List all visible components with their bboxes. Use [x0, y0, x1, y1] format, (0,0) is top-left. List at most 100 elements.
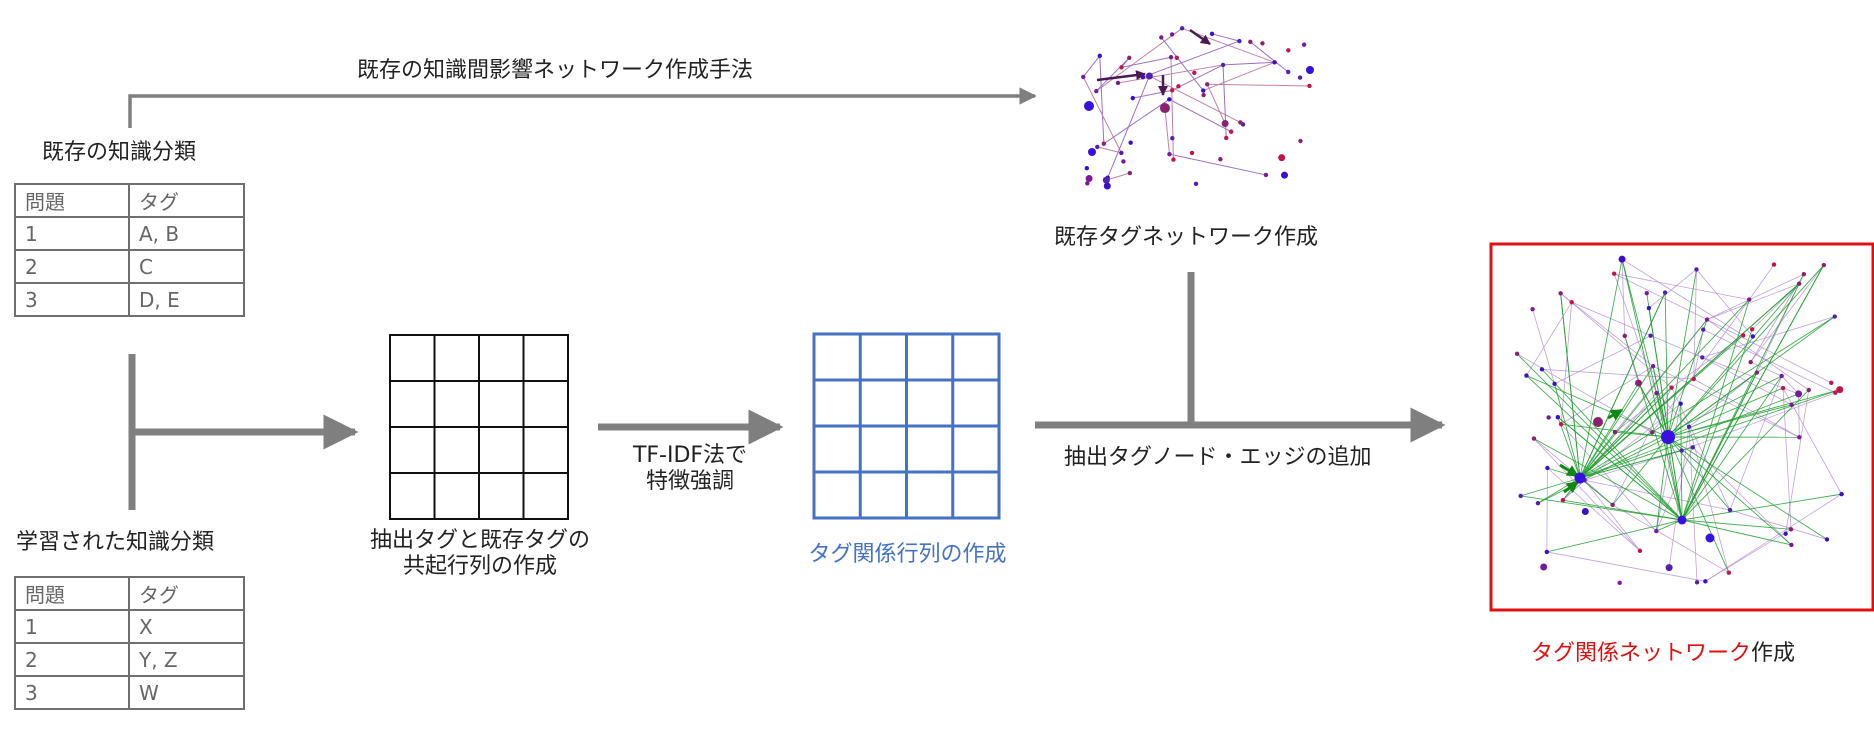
network-edge: [1706, 273, 1805, 320]
network-edge: [1656, 393, 1683, 521]
network-node: [1694, 267, 1699, 272]
network-node: [1839, 491, 1844, 497]
network-edge: [1560, 293, 1581, 479]
network-edge: [1613, 273, 1657, 394]
network-node: [1088, 148, 1096, 156]
relation-matrix-caption: タグ関係行列の作成: [808, 542, 1007, 567]
network-edge: [1655, 436, 1669, 532]
network-edge: [1667, 372, 1758, 438]
network-node: [1307, 83, 1312, 89]
network-node: [1779, 373, 1784, 379]
network-node: [1612, 430, 1618, 435]
network-edge: [1170, 57, 1174, 160]
network-edge: [1142, 40, 1240, 78]
network-node: [1544, 549, 1550, 555]
network-edge: [1169, 98, 1232, 133]
network-node: [1788, 527, 1794, 532]
network-node: [1224, 135, 1229, 141]
network-node: [1169, 32, 1175, 37]
network-node: [1646, 305, 1652, 311]
network-node: [1097, 53, 1102, 59]
network-edge: [1579, 431, 1616, 479]
table-header-cell: タグ: [128, 576, 245, 611]
network-node: [1679, 448, 1684, 453]
network-node: [1747, 297, 1752, 302]
network-node: [1201, 92, 1206, 98]
network-node: [1121, 159, 1126, 164]
network-edge: [1103, 98, 1170, 145]
existing-classification-table: 問題 タグ 1 A, B 2 C 3 D, E: [14, 183, 245, 317]
network-node: [1081, 74, 1086, 80]
network-hub-node: [1593, 417, 1603, 427]
network-node: [1531, 436, 1537, 441]
cooccurrence-caption-line2: 共起行列の作成: [402, 554, 557, 580]
network-node: [1650, 364, 1656, 369]
network-edge: [1223, 61, 1275, 66]
learned-classification-title: 学習された知識分類: [16, 530, 215, 555]
network-edge: [1579, 393, 1799, 479]
network-arrow: [1559, 463, 1580, 478]
network-node: [1145, 72, 1153, 80]
network-edge: [1612, 504, 1730, 574]
network-edge: [1164, 108, 1170, 155]
network-edge: [1667, 387, 1784, 438]
network-node: [1237, 38, 1242, 44]
table-header-cell: 問題: [14, 183, 130, 218]
network-node: [1238, 120, 1243, 125]
network-edge: [1206, 84, 1226, 124]
network-node: [1220, 62, 1226, 68]
network-hub-node: [1677, 515, 1687, 525]
tfidf-caption: TF-IDF法で 特徴強調: [600, 443, 780, 496]
tfidf-caption-line2: 特徴強調: [645, 469, 734, 495]
network-node: [1648, 333, 1653, 338]
network-node: [1524, 373, 1529, 378]
network-node: [1084, 101, 1094, 111]
network-edge: [1546, 519, 1683, 553]
cooccurrence-matrix: [389, 334, 569, 520]
network-node: [1115, 80, 1121, 86]
network-node: [1727, 507, 1733, 513]
network-edge: [1222, 64, 1227, 138]
network-edge: [1579, 382, 1639, 479]
network-edge: [1082, 76, 1122, 154]
network-edge: [1681, 375, 1783, 521]
network-edge: [1614, 273, 1750, 300]
tag-relation-network: [1514, 255, 1844, 586]
network-edge: [1706, 319, 1832, 384]
learned-classification-table: 問題 タグ 1 X 2 Y, Z 3 W: [14, 576, 245, 710]
network-edge: [1785, 389, 1810, 534]
network-edge: [1671, 387, 1731, 511]
network-edge: [1106, 172, 1130, 181]
network-edge: [1516, 353, 1653, 433]
network-edge: [1546, 551, 1706, 582]
network-node: [1806, 387, 1811, 393]
network-node: [1285, 69, 1291, 75]
network-node: [1539, 367, 1545, 372]
table-cell: 1: [14, 609, 130, 644]
table-row: 2 Y, Z: [14, 642, 245, 677]
network-edge: [1681, 519, 1792, 546]
table-header-cell: 問題: [14, 576, 130, 611]
table-cell: 2: [14, 249, 130, 284]
network-edge: [1547, 467, 1641, 552]
tag-relation-matrix: [812, 332, 1001, 520]
table-cell: 3: [14, 675, 130, 710]
existing-tag-network: [1081, 26, 1314, 190]
network-edge: [1250, 41, 1289, 73]
network-arrow: [1096, 70, 1146, 82]
network-node: [1558, 291, 1563, 296]
network-node: [1748, 359, 1753, 365]
network-edge: [1614, 431, 1669, 438]
network-node: [1084, 165, 1090, 171]
network-node: [1555, 414, 1561, 420]
network-edge: [1107, 75, 1150, 178]
network-node: [1701, 327, 1706, 332]
network-node: [1644, 290, 1649, 296]
network-node: [1260, 41, 1265, 46]
network-edge: [1664, 292, 1669, 438]
network-node: [1297, 75, 1303, 80]
network-node: [1829, 380, 1834, 386]
network-node: [1704, 317, 1710, 322]
network-edge: [1560, 302, 1573, 425]
network-node: [1611, 271, 1617, 276]
